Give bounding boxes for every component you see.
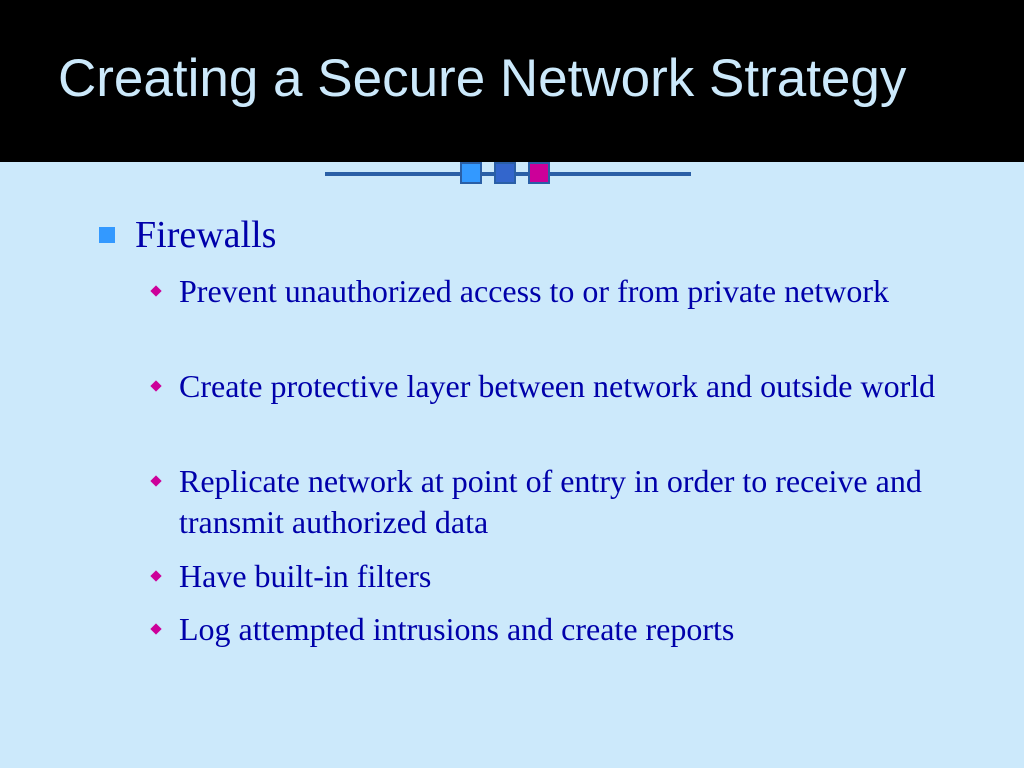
title-bar: Creating a Secure Network Strategy (0, 0, 1024, 162)
divider-square-1 (460, 162, 482, 184)
bullet-text: Firewalls (135, 214, 277, 256)
sub-bullet-text: Create protective layer between network … (179, 368, 936, 404)
sub-bullet-item: Replicate network at point of entry in o… (0, 461, 1024, 543)
sub-bullet-item: Log attempted intrusions and create repo… (0, 609, 1024, 650)
title-divider (325, 160, 691, 190)
sub-bullet-text: Have built-in filters (179, 558, 432, 594)
sub-bullet-text: Replicate network at point of entry in o… (179, 463, 922, 540)
diamond-bullet-icon (150, 380, 162, 392)
slide-title: Creating a Secure Network Strategy (58, 49, 907, 108)
sub-bullet-item: Prevent unauthorized access to or from p… (0, 271, 1024, 353)
diamond-bullet-icon (150, 570, 162, 582)
sub-bullet-text: Log attempted intrusions and create repo… (179, 611, 735, 647)
diamond-bullet-icon (150, 623, 162, 635)
divider-square-3 (528, 162, 550, 184)
sub-bullet-item: Create protective layer between network … (0, 366, 1024, 448)
diamond-bullet-icon (150, 475, 162, 487)
diamond-bullet-icon (150, 285, 162, 297)
divider-square-2 (494, 162, 516, 184)
square-bullet-icon (99, 227, 115, 243)
bullet-item-firewalls: Firewalls (99, 213, 276, 257)
sub-bullet-item: Have built-in filters (0, 556, 1024, 597)
sub-bullet-text: Prevent unauthorized access to or from p… (179, 273, 889, 309)
